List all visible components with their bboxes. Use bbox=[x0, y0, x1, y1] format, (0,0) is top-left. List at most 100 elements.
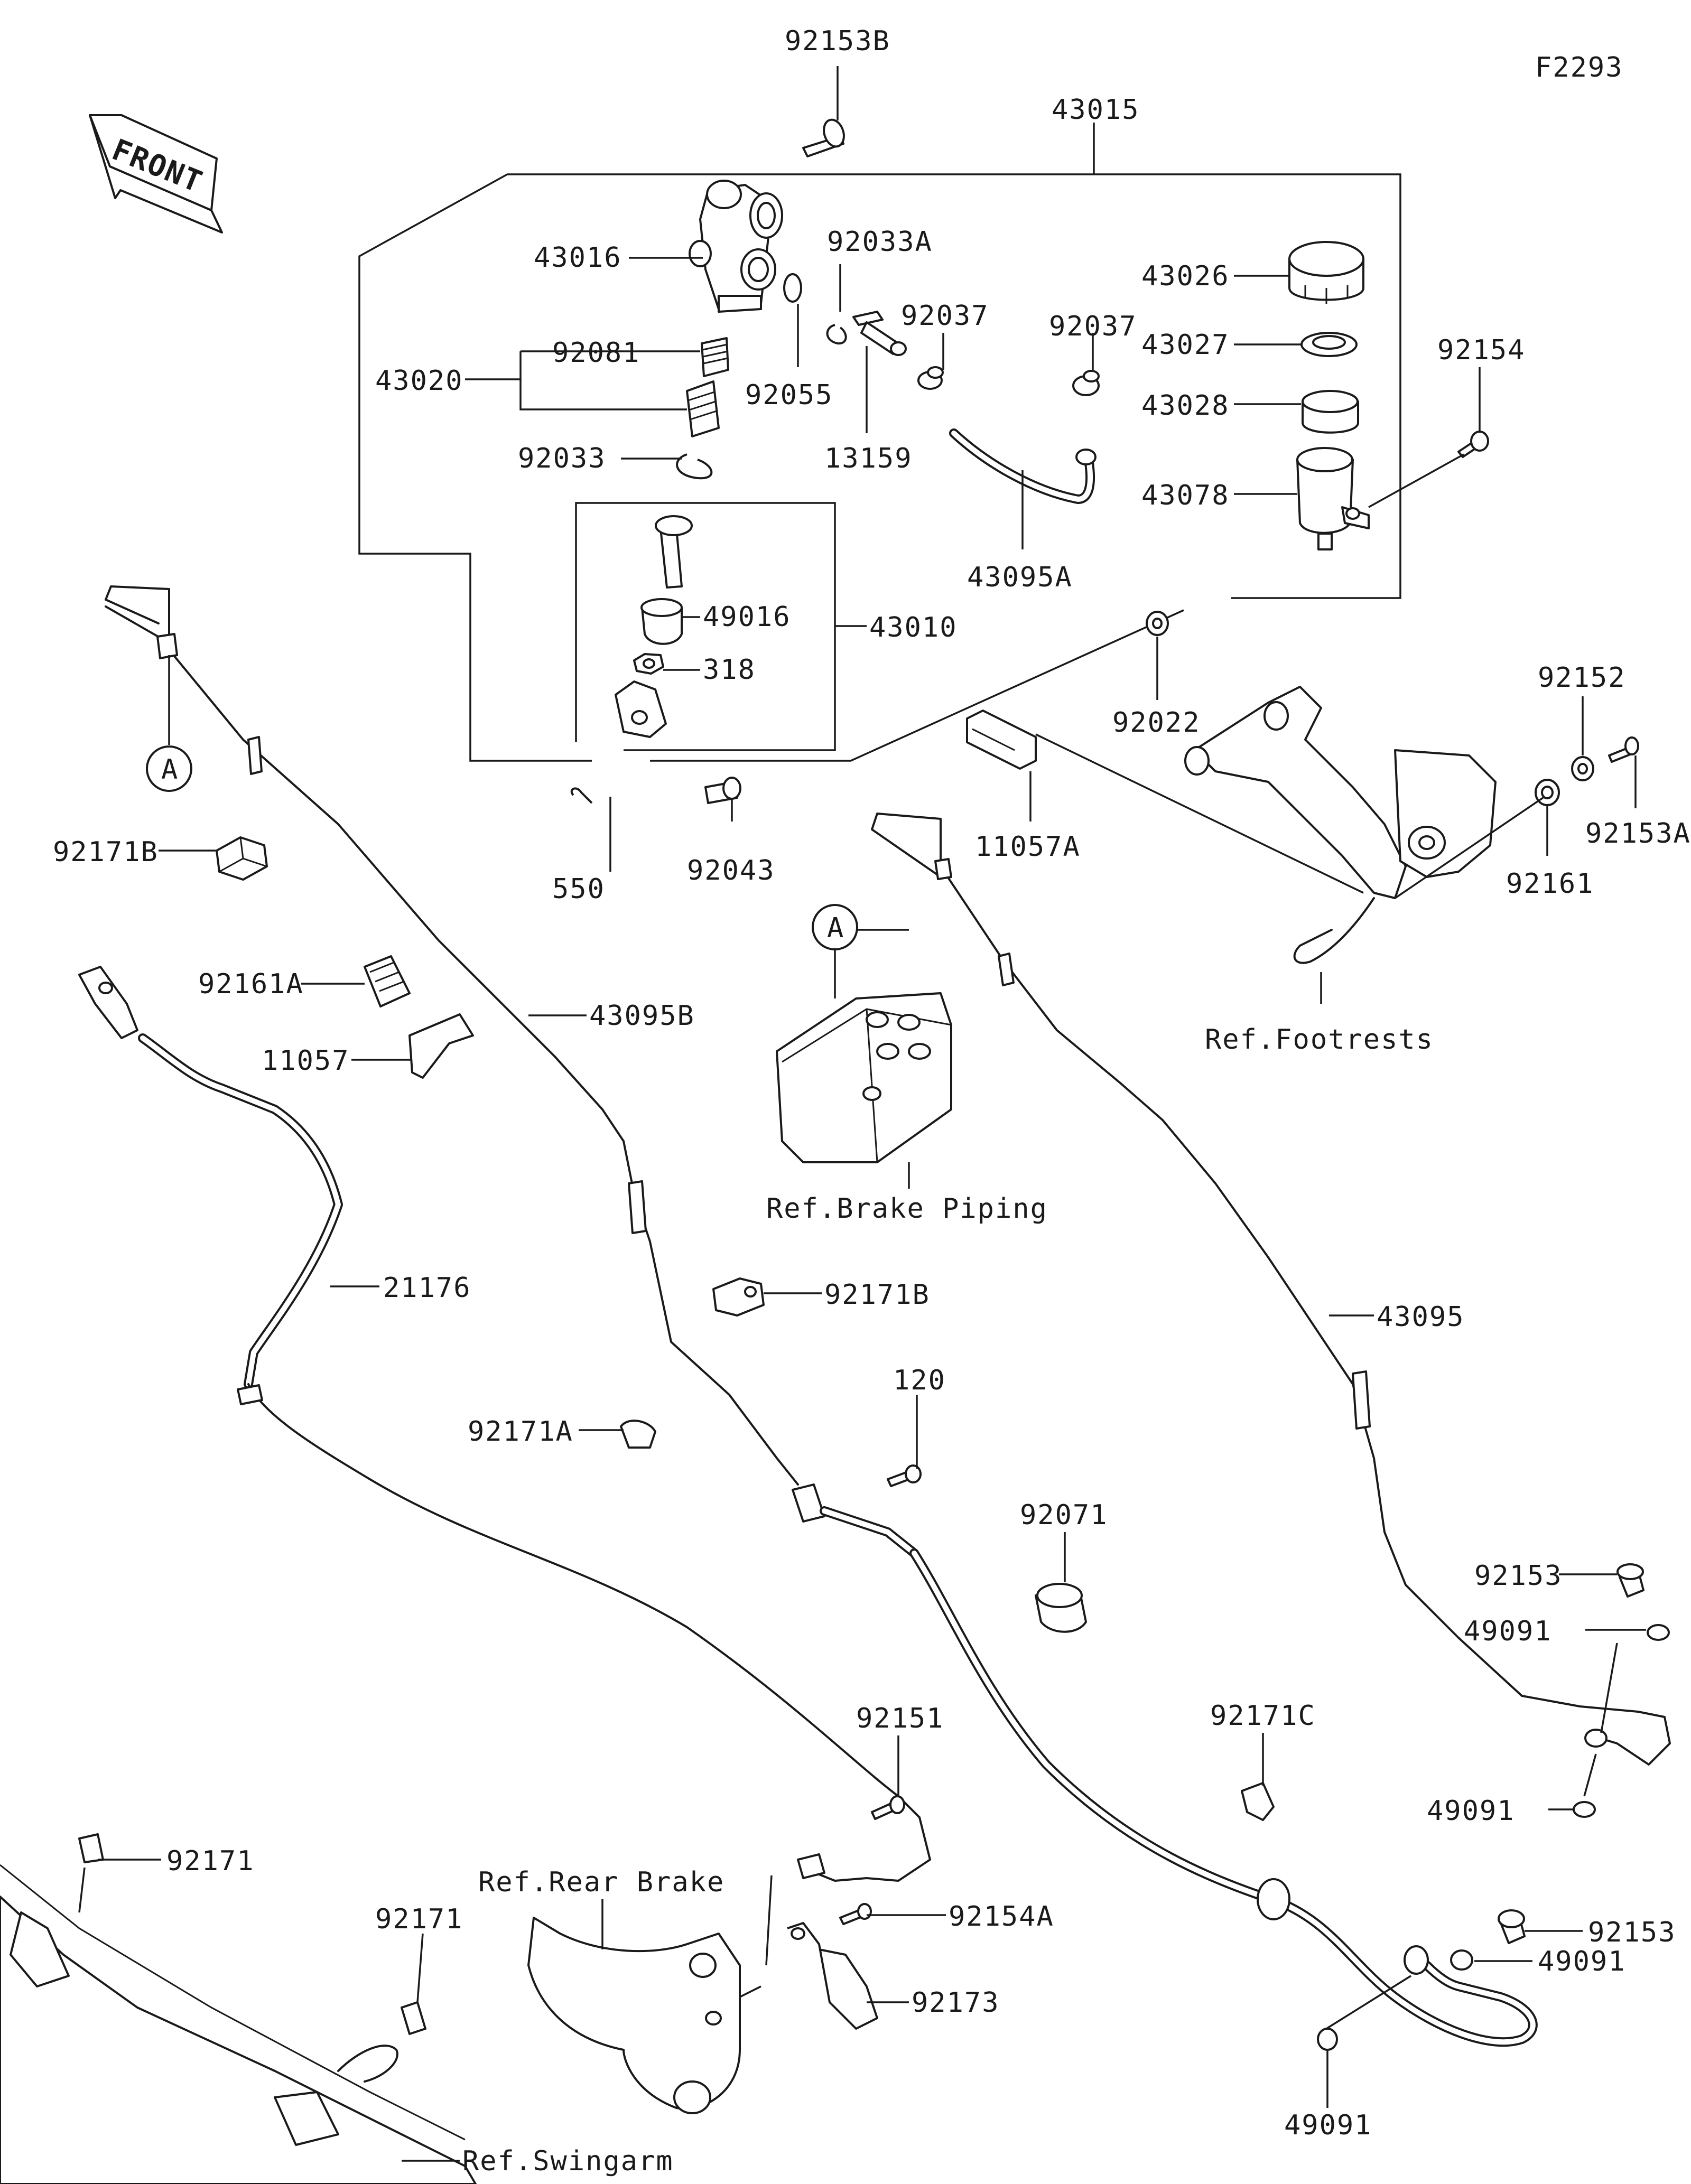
label-92153A: 92153A bbox=[1585, 818, 1691, 850]
bolt-92151 bbox=[871, 1795, 905, 1820]
label-11057: 11057 bbox=[262, 1045, 350, 1077]
label-92153-a: 92153 bbox=[1474, 1560, 1563, 1592]
leader-lines bbox=[78, 66, 1646, 2162]
label-92153-b: 92153 bbox=[1588, 1917, 1676, 1948]
assembly-43010-frame bbox=[575, 502, 867, 751]
cotter-pin-550 bbox=[570, 787, 593, 804]
label-550: 550 bbox=[552, 873, 605, 905]
label-43078: 43078 bbox=[1141, 480, 1230, 511]
label-92161: 92161 bbox=[1506, 868, 1594, 900]
clip-92171A bbox=[620, 1420, 656, 1449]
bolt-92153B bbox=[802, 118, 845, 157]
label-11057A: 11057A bbox=[975, 831, 1081, 863]
label-43015: 43015 bbox=[1052, 94, 1140, 126]
push-rod-43010 bbox=[655, 515, 693, 589]
bolt-92153-right-bottom bbox=[1498, 1909, 1526, 1944]
label-43028: 43028 bbox=[1141, 390, 1230, 422]
label-49091-c: 49091 bbox=[1538, 1946, 1626, 1977]
circlip-92033 bbox=[676, 453, 713, 480]
label-92033A: 92033A bbox=[827, 226, 933, 258]
bracket-92173 bbox=[787, 1922, 878, 2030]
ref-circle-a-left: A bbox=[146, 745, 192, 792]
washer-49091-d bbox=[1317, 2028, 1338, 2051]
label-92033: 92033 bbox=[518, 443, 606, 474]
label-ref-footrests: Ref.Footrests bbox=[1205, 1024, 1434, 1056]
washer-49091-c bbox=[1450, 1949, 1473, 1971]
clip-92171C bbox=[1241, 1782, 1275, 1821]
label-92151: 92151 bbox=[856, 1703, 944, 1734]
clamp-92171B-top bbox=[216, 836, 268, 881]
bracket-11057A bbox=[966, 710, 1037, 770]
clamp-92171B-mid bbox=[712, 1277, 765, 1317]
brake-pipe-43095 bbox=[871, 813, 1671, 1766]
label-92037-left: 92037 bbox=[901, 300, 989, 332]
brake-pedal bbox=[1184, 686, 1497, 964]
clamp-92037-right bbox=[1072, 370, 1100, 396]
grommet-92161A bbox=[364, 955, 411, 1007]
hose-fitting-13159 bbox=[852, 311, 907, 356]
label-ref-brake-piping: Ref.Brake Piping bbox=[766, 1193, 1048, 1225]
bolt-92153-right-top bbox=[1616, 1563, 1644, 1598]
label-13159: 13159 bbox=[824, 443, 913, 474]
assembly-43015-frame bbox=[358, 123, 1401, 762]
reservoir-cap-43026 bbox=[1288, 241, 1364, 304]
clip-92171-a bbox=[78, 1833, 104, 1863]
abs-unit bbox=[776, 929, 952, 1163]
label-43095B: 43095B bbox=[589, 1000, 695, 1032]
label-92153B: 92153B bbox=[785, 25, 890, 57]
label-43027: 43027 bbox=[1141, 329, 1230, 361]
label-92154A: 92154A bbox=[949, 1901, 1054, 1933]
nut-318 bbox=[633, 653, 664, 675]
label-ref-rear-brake: Ref.Rear Brake bbox=[478, 1866, 724, 1898]
label-92171B-top: 92171B bbox=[53, 836, 159, 868]
bolt-92154 bbox=[1457, 431, 1489, 458]
label-43095A: 43095A bbox=[967, 562, 1073, 593]
bolt-92153A bbox=[1608, 736, 1639, 763]
bolt-120 bbox=[887, 1464, 922, 1487]
o-ring-92055 bbox=[783, 273, 802, 303]
front-direction-arrow-icon: FRONT bbox=[89, 114, 223, 234]
rear-brake-hose-main bbox=[909, 1548, 1538, 2047]
clevis-pin-92043 bbox=[704, 777, 741, 804]
label-92161A: 92161A bbox=[198, 968, 304, 1000]
reservoir-tank-43078 bbox=[1296, 447, 1370, 550]
washer-49091-a bbox=[1647, 1624, 1670, 1641]
brake-pipe-21176 bbox=[78, 966, 921, 1818]
label-92081: 92081 bbox=[552, 337, 640, 369]
label-43020: 43020 bbox=[375, 365, 463, 397]
piston-43020 bbox=[686, 380, 720, 437]
label-49091-b: 49091 bbox=[1427, 1795, 1515, 1827]
bracket-11057 bbox=[408, 1013, 474, 1079]
label-92022: 92022 bbox=[1112, 707, 1201, 739]
part-labels: F2293 92153B 43015 43016 92033A 43026 92… bbox=[53, 25, 1691, 2177]
label-43026: 43026 bbox=[1141, 260, 1230, 292]
swingarm bbox=[0, 1864, 477, 2184]
label-92173: 92173 bbox=[912, 1987, 1000, 2019]
label-43095: 43095 bbox=[1377, 1301, 1465, 1333]
boot-49016 bbox=[640, 598, 683, 645]
grommet-92071 bbox=[1035, 1583, 1087, 1633]
label-92152: 92152 bbox=[1538, 662, 1626, 694]
label-49016: 49016 bbox=[703, 601, 791, 633]
abs-joint-block bbox=[792, 1483, 919, 1558]
washer-49091-b bbox=[1573, 1801, 1596, 1818]
label-21176: 21176 bbox=[383, 1272, 471, 1304]
brake-pipe-43095B bbox=[105, 585, 799, 1486]
label-92171-a: 92171 bbox=[166, 1845, 255, 1877]
reservoir-hose-43095A bbox=[949, 428, 1097, 504]
label-120: 120 bbox=[893, 1365, 946, 1396]
bolt-92154A bbox=[839, 1903, 872, 1925]
master-cylinder-43016 bbox=[689, 180, 783, 313]
diaphragm-plate-43027 bbox=[1300, 332, 1358, 357]
label-49091-d: 49091 bbox=[1284, 2110, 1372, 2141]
washer-92022 bbox=[1146, 611, 1169, 636]
label-92171C: 92171C bbox=[1210, 1700, 1316, 1732]
label-43016: 43016 bbox=[534, 242, 622, 274]
figure-code: F2293 bbox=[1535, 52, 1623, 83]
label-92154: 92154 bbox=[1437, 334, 1526, 366]
label-92055: 92055 bbox=[745, 379, 833, 411]
label-92171B-mid: 92171B bbox=[824, 1279, 930, 1311]
ref-circle-a-abs: A bbox=[812, 904, 858, 950]
label-92043: 92043 bbox=[687, 855, 775, 886]
